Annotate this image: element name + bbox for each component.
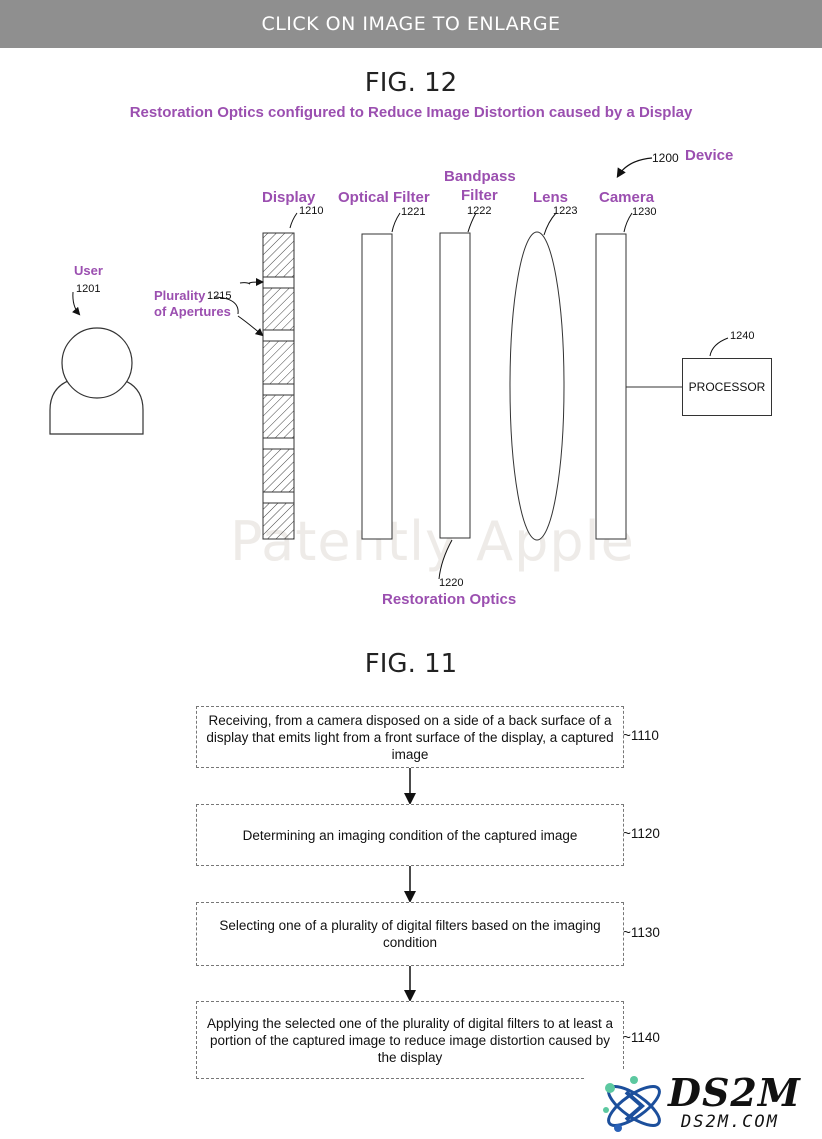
fig12-title: FIG. 12 <box>364 68 458 98</box>
flow-step-ref: ~1120 <box>623 826 660 841</box>
enlarge-banner[interactable]: CLICK ON IMAGE TO ENLARGE <box>0 0 822 48</box>
camera-label: Camera <box>599 189 655 206</box>
flow-step-text: Receiving, from a camera disposed on a s… <box>206 712 614 762</box>
flow-step-ref: ~1140 <box>623 1030 660 1045</box>
display-ref: 1210 <box>299 205 324 217</box>
watermark: Patently Apple <box>230 510 635 573</box>
device-label: Device <box>685 147 734 164</box>
flow-step-1140: Applying the selected one of the plurali… <box>196 1001 624 1079</box>
fig11-title: FIG. 11 <box>364 649 458 679</box>
restoration-optics-ref: 1220 <box>439 577 464 589</box>
user-leader-line <box>72 291 81 316</box>
user-label: User <box>74 263 103 278</box>
aperture-arrow-lower <box>237 315 264 337</box>
lens-ref: 1223 <box>553 205 578 217</box>
apertures-label-line2: of Apertures <box>154 304 231 319</box>
user-icon <box>49 327 144 435</box>
aperture <box>262 276 295 289</box>
ds2m-logo[interactable]: DS2M DS2M.COM <box>586 1070 822 1139</box>
processor-ref: 1240 <box>730 330 755 342</box>
bandpass-label-line2: Filter <box>461 187 498 204</box>
atom-logo-icon <box>603 1076 661 1132</box>
optical-filter-plate <box>361 233 393 540</box>
camera-plate <box>595 233 627 540</box>
logo-url: DS2M.COM <box>681 1112 779 1132</box>
aperture <box>262 383 295 396</box>
aperture <box>262 437 295 450</box>
flow-step-1120: Determining an imaging condition of the … <box>196 804 624 866</box>
aperture-leader <box>213 296 239 315</box>
flow-step-1110: Receiving, from a camera disposed on a s… <box>196 706 624 768</box>
device-arrow <box>616 157 653 179</box>
optical-filter-label: Optical Filter <box>338 189 430 206</box>
processor-label: PROCESSOR <box>688 380 766 394</box>
aperture <box>262 329 295 342</box>
user-ref: 1201 <box>76 283 101 295</box>
flow-step-text: Determining an imaging condition of the … <box>242 827 578 843</box>
aperture <box>262 491 295 504</box>
aperture-arrow-upper <box>248 278 264 287</box>
fig12-subtitle: Restoration Optics configured to Reduce … <box>129 104 693 121</box>
display-label: Display <box>262 189 316 206</box>
aperture-leader-tail <box>239 282 251 285</box>
camera-ref: 1230 <box>632 206 657 218</box>
flow-step-text: Selecting one of a plurality of digital … <box>219 918 601 950</box>
logo-name: DS2M <box>668 1070 801 1115</box>
processor-box: PROCESSOR <box>682 358 772 416</box>
restoration-optics-leader <box>438 539 453 580</box>
device-ref: 1200 <box>652 151 679 165</box>
processor-leader <box>709 337 729 357</box>
apertures-ref: 1215 <box>207 290 232 302</box>
bandpass-ref: 1222 <box>467 205 492 217</box>
flow-step-ref: ~1110 <box>623 728 659 743</box>
restoration-optics-label: Restoration Optics <box>382 591 517 608</box>
flow-step-text: Applying the selected one of the plurali… <box>207 1015 613 1065</box>
apertures-label-line1: Plurality <box>154 288 206 303</box>
optical-filter-ref: 1221 <box>401 206 426 218</box>
optical-filter-leader <box>391 212 401 233</box>
flow-step-ref: ~1130 <box>623 925 660 940</box>
flow-step-1130: Selecting one of a plurality of digital … <box>196 902 624 966</box>
bandpass-leader <box>467 212 477 233</box>
lens-element <box>509 231 565 541</box>
display-panel <box>262 232 295 540</box>
lens-leader <box>543 212 557 236</box>
bandpass-filter-plate <box>439 232 471 539</box>
lens-label: Lens <box>533 189 569 206</box>
camera-leader <box>623 212 633 233</box>
display-leader-line <box>289 212 298 229</box>
bandpass-label-line1: Bandpass <box>444 168 516 185</box>
